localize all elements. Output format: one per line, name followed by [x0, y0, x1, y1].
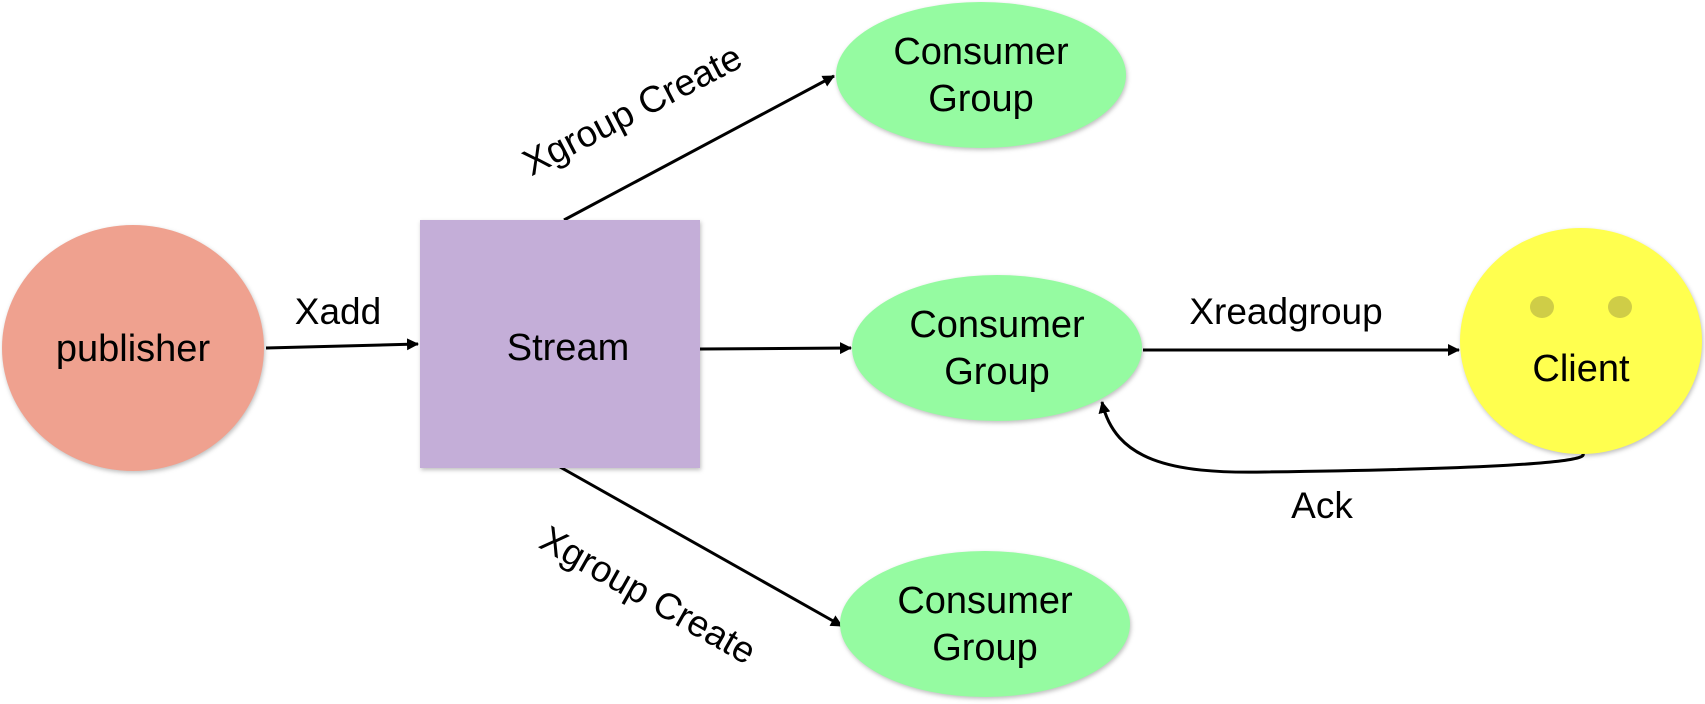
consumer-group-top-line2: Group [928, 78, 1034, 120]
xgroup-create-top-arrow [563, 74, 835, 222]
publisher-node [2, 225, 264, 471]
stream-box [420, 220, 700, 468]
xreadgroup-label: Xreadgroup [1189, 291, 1382, 332]
ack-arrow [1098, 401, 1585, 474]
xgroup-create-top-label: Xgroup Create [516, 36, 748, 183]
ack-label: Ack [1291, 485, 1353, 526]
consumer-group-mid [852, 275, 1142, 421]
xadd-label: Xadd [295, 291, 381, 332]
consumer-group-bottom [840, 551, 1130, 697]
client-face [1460, 228, 1702, 454]
consumer-group-top-line1: Consumer [893, 31, 1069, 73]
stream-label: Stream [507, 327, 629, 369]
consumer-group-mid-line1: Consumer [909, 304, 1085, 346]
consumer-group-mid-line2: Group [944, 351, 1050, 393]
client-label: Client [1532, 348, 1630, 390]
consumer-group-bottom-line1: Consumer [897, 580, 1073, 622]
consumer-group-bottom-line2: Group [932, 627, 1038, 669]
client-right-eye-icon [1608, 296, 1632, 318]
stream-node [420, 220, 700, 468]
stream-to-group-mid-arrow [699, 342, 852, 355]
consumer-group-top-ellipse [836, 2, 1126, 148]
publisher-circle [2, 225, 264, 471]
consumer-group-bottom-ellipse [840, 551, 1130, 697]
xgroup-create-bottom-label: Xgroup Create [533, 518, 763, 672]
publisher-label: publisher [56, 328, 211, 370]
xadd-arrow [265, 338, 419, 351]
xgroup-create-bottom-arrow [559, 465, 843, 628]
consumer-group-top [836, 2, 1126, 148]
client-node [1460, 228, 1702, 454]
client-left-eye-icon [1530, 296, 1554, 318]
consumer-group-mid-ellipse [852, 275, 1142, 421]
